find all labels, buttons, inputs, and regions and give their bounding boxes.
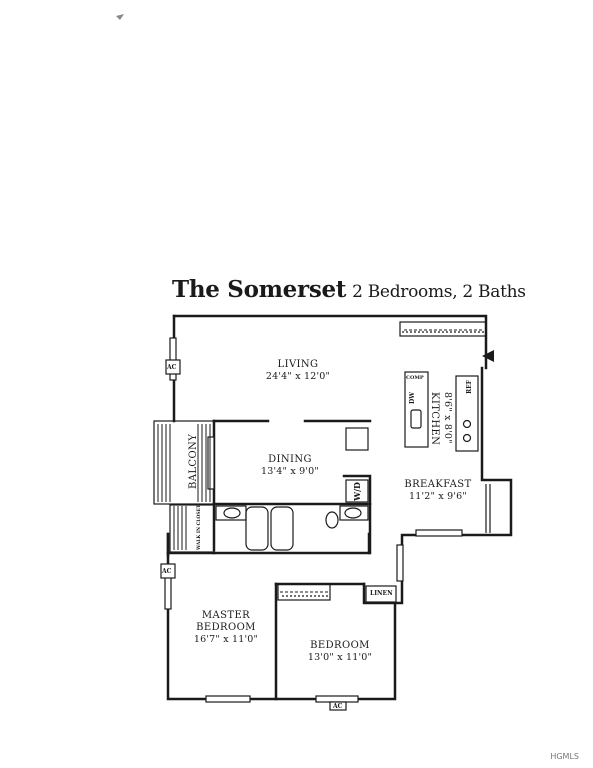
bathtub (270, 506, 294, 551)
window (396, 544, 404, 582)
balcony-outline (153, 420, 215, 505)
room-dims: 8'6" x 8'0" (442, 392, 453, 444)
window (205, 695, 251, 703)
room-label: BEDROOM (310, 640, 370, 651)
entry-arrow (482, 350, 494, 362)
ac-label: AC (162, 568, 172, 575)
window (207, 436, 215, 490)
dishwasher-label: DW (409, 392, 416, 404)
room-breakfast: BREAKFAST 11'2" x 9'6" (396, 479, 480, 503)
room-dims: 24'4" x 12'0" (265, 371, 331, 382)
ac-unit (165, 359, 181, 375)
kitchen-counter (404, 371, 429, 448)
sink-basin (223, 507, 241, 519)
compactor-label: COMP (406, 375, 424, 381)
room-dims: 11'2" x 9'6" (409, 491, 467, 502)
room-label-line1: MASTER (201, 610, 251, 621)
room-dims: 13'4" x 9'0" (261, 466, 319, 477)
ac-label: AC (333, 703, 343, 710)
linen-closet (365, 585, 397, 603)
room-dims: 13'0" x 11'0" (307, 652, 373, 663)
room-label: LIVING (277, 359, 319, 370)
watermark: HGMLS (550, 752, 579, 761)
vanity (215, 505, 247, 521)
ac-unit (329, 701, 347, 711)
kitchen-counter (455, 375, 479, 452)
interior-wall (362, 582, 397, 605)
bathtub (245, 506, 269, 551)
room-label: BREAKFAST (404, 479, 472, 490)
window (415, 529, 463, 537)
outer-wall (172, 314, 488, 370)
walk-in-closet (169, 504, 215, 553)
washer-dryer-box (345, 479, 369, 503)
closet-shelf (399, 321, 487, 337)
room-master-bedroom: MASTER BEDROOM 16'7" x 11'0" (186, 610, 266, 646)
interior-wall (212, 502, 372, 555)
ac-unit (160, 563, 176, 579)
refrigerator-label: REF (466, 380, 473, 394)
ac-label: AC (167, 364, 177, 371)
walk-in-closet-label: WALK IN CLOSET (197, 504, 202, 550)
vanity (339, 505, 369, 521)
room-kitchen-dims: 8'6" x 8'0" (442, 390, 453, 446)
room-label: BALCONY (188, 433, 199, 489)
room-dining: DINING 13'4" x 9'0" (250, 454, 330, 478)
room-bedroom: BEDROOM 13'0" x 11'0" (300, 640, 380, 664)
room-balcony: BALCONY (188, 430, 199, 492)
room-label: KITCHEN (429, 392, 440, 446)
plan-name: The Somerset (172, 276, 347, 303)
room-label: DINING (268, 454, 312, 465)
window (315, 695, 359, 703)
pantry (345, 427, 369, 451)
room-living: LIVING 24'4" x 12'0" (258, 359, 338, 383)
room-label-line2: BEDROOM (196, 622, 256, 633)
linen-label: LINEN (370, 590, 393, 597)
room-dims: 16'7" x 11'0" (193, 634, 259, 645)
washer-dryer-label: W/D (352, 482, 362, 501)
room-kitchen: KITCHEN (429, 392, 440, 446)
toilet (325, 511, 339, 529)
sink-basin (344, 507, 362, 519)
closet-shelf (277, 583, 331, 601)
plan-summary: 2 Bedrooms, 2 Baths (352, 282, 526, 302)
window (169, 337, 177, 381)
interior-wall (342, 474, 372, 506)
